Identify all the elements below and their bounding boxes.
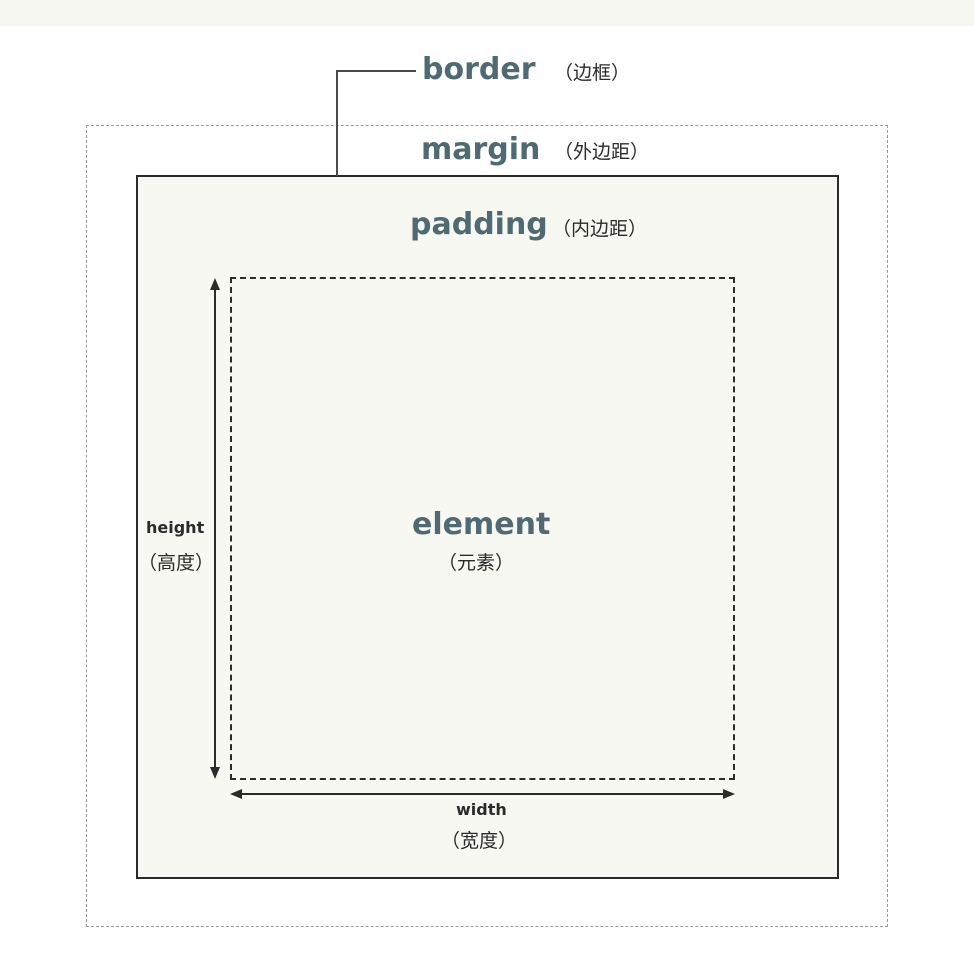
- height-cn-label: （高度）: [138, 552, 215, 574]
- width-cn-label: （宽度）: [441, 830, 518, 852]
- element-label: element: [412, 507, 551, 542]
- border-leader-line-horizontal: [336, 70, 416, 72]
- padding-label: padding: [410, 207, 548, 242]
- element-cn-label: （元素）: [438, 552, 515, 574]
- element-content-box: [230, 277, 735, 780]
- height-label: height: [146, 518, 205, 537]
- width-label: width: [456, 800, 507, 819]
- padding-cn-label: （内边距）: [552, 218, 648, 240]
- width-arrow: [230, 789, 735, 799]
- margin-outline: [86, 125, 888, 927]
- border-box: [136, 175, 839, 879]
- border-cn-label: （边框）: [554, 62, 631, 84]
- margin-label: margin: [421, 132, 541, 167]
- margin-cn-label: （外边距）: [554, 141, 650, 163]
- height-arrow: [210, 278, 220, 779]
- border-leader-line-vertical: [336, 70, 338, 176]
- top-background-strip: [0, 0, 974, 26]
- border-label: border: [422, 52, 536, 87]
